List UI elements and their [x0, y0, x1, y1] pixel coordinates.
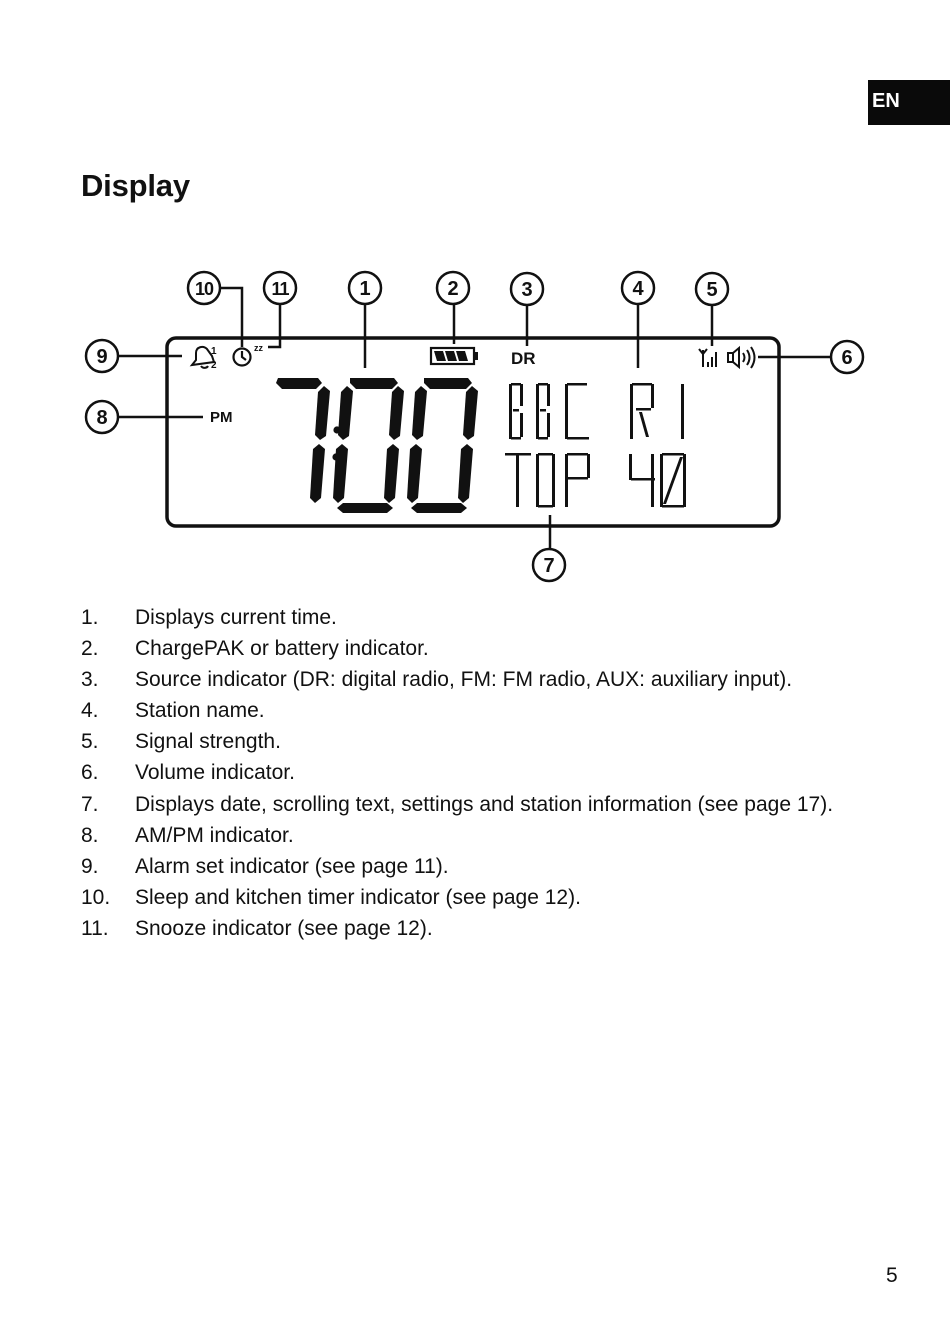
- callout-circle-8: [84, 399, 120, 435]
- callout-label-10: 10: [195, 279, 214, 299]
- callout-label-3: 3: [521, 279, 532, 301]
- list-item-text: Source indicator (DR: digital radio, FM:…: [135, 668, 793, 692]
- list-item-number: 1.: [81, 606, 99, 629]
- callout-label-5: 5: [706, 279, 717, 301]
- lcd-frame: [165, 336, 781, 528]
- callout-label-1: 1: [359, 278, 370, 300]
- station-name-line-2: [505, 453, 686, 508]
- list-item: 2. ChargePAK or battery indicator.: [81, 633, 833, 664]
- page-number: 5: [886, 1264, 898, 1287]
- list-item-number: 4.: [81, 699, 99, 723]
- list-item-text: ChargePAK or battery indicator.: [135, 637, 429, 661]
- callouts: [84, 270, 865, 583]
- list-item: 8. AM/PM indicator.: [81, 820, 833, 851]
- leader-lines: [119, 286, 830, 548]
- callout-label-6: 6: [841, 347, 852, 369]
- alarm-sub-2: 2: [211, 360, 217, 371]
- am-pm-indicator: PM: [210, 409, 233, 426]
- list-item: 7. Displays date, scrolling text, setting…: [81, 789, 833, 820]
- callout-circle-4: [620, 270, 656, 306]
- list-item: 6. Volume indicator.: [81, 757, 833, 788]
- feature-legend-list: 1. Displays current time. 2. ChargePAK or …: [81, 602, 833, 944]
- list-item-number: 9.: [81, 854, 99, 878]
- callout-circle-11: [262, 270, 298, 306]
- list-item: 3. Source indicator (DR: digital radio, F…: [81, 664, 833, 695]
- volume-speaker-icon: [727, 345, 756, 370]
- page-title: Display: [81, 168, 190, 203]
- battery-icon: [429, 346, 478, 366]
- list-item-number: 7.: [81, 792, 99, 816]
- list-item-text: Displays date, scrolling text, settings …: [135, 792, 834, 816]
- callout-label-11: 11: [271, 279, 289, 299]
- snooze-zz-icon: zz: [254, 343, 264, 353]
- list-item: 11. Snooze indicator (see page 12).: [81, 913, 833, 944]
- callout-circle-2: [435, 270, 471, 306]
- lcd-display-diagram: 10 11 1 2 3 4 5 6 7 8 9 1 2 zz DR: [84, 270, 865, 583]
- callout-label-2: 2: [447, 278, 458, 300]
- list-item-text: Station name.: [135, 699, 265, 723]
- list-item-text: Volume indicator.: [135, 761, 295, 785]
- callout-label-9: 9: [96, 346, 107, 368]
- callout-circle-3: [509, 271, 545, 307]
- language-tab: EN: [868, 80, 950, 125]
- station-name-line-1: [509, 383, 684, 440]
- list-item-text: Signal strength.: [135, 730, 281, 754]
- list-item-number: 10.: [81, 885, 111, 909]
- list-item: 4. Station name.: [81, 695, 833, 726]
- list-item: 10. Sleep and kitchen timer indicator (se…: [81, 882, 833, 913]
- time-digits: [276, 378, 478, 513]
- list-item-number: 6.: [81, 761, 99, 785]
- alarm-sub-1: 1: [211, 346, 217, 357]
- list-item-text: Alarm set indicator (see page 11).: [135, 854, 449, 878]
- list-item-number: 2.: [81, 637, 99, 661]
- callout-circle-6: [829, 339, 865, 375]
- list-item: 5. Signal strength.: [81, 726, 833, 757]
- list-item-number: 11.: [81, 916, 109, 940]
- callout-circle-5: [694, 271, 730, 307]
- list-item-text: Displays current time.: [135, 606, 337, 629]
- list-item-number: 3.: [81, 668, 99, 692]
- list-item: 9. Alarm set indicator (see page 11).: [81, 851, 833, 882]
- list-item-text: Snooze indicator (see page 12).: [135, 916, 433, 940]
- callout-circle-10: [186, 270, 222, 306]
- callout-label-4: 4: [632, 278, 644, 300]
- callout-label-8: 8: [96, 407, 107, 429]
- callout-circle-7: [531, 547, 567, 583]
- leader-10: [221, 286, 244, 347]
- callout-circle-9: [84, 338, 120, 374]
- list-item-text: Sleep and kitchen timer indicator (see p…: [135, 885, 581, 909]
- list-item: 1. Displays current time.: [81, 602, 833, 633]
- list-item-number: 5.: [81, 730, 99, 754]
- signal-strength-icon: [698, 348, 717, 367]
- list-item-text: AM/PM indicator.: [135, 823, 294, 847]
- list-item-number: 8.: [81, 823, 99, 847]
- leader-11: [268, 305, 282, 349]
- sleep-timer-clock-icon: [232, 347, 252, 367]
- source-indicator: DR: [511, 349, 536, 368]
- alarm-bell-icon: [189, 345, 216, 369]
- callout-circle-1: [347, 270, 383, 306]
- callout-label-7: 7: [543, 555, 554, 577]
